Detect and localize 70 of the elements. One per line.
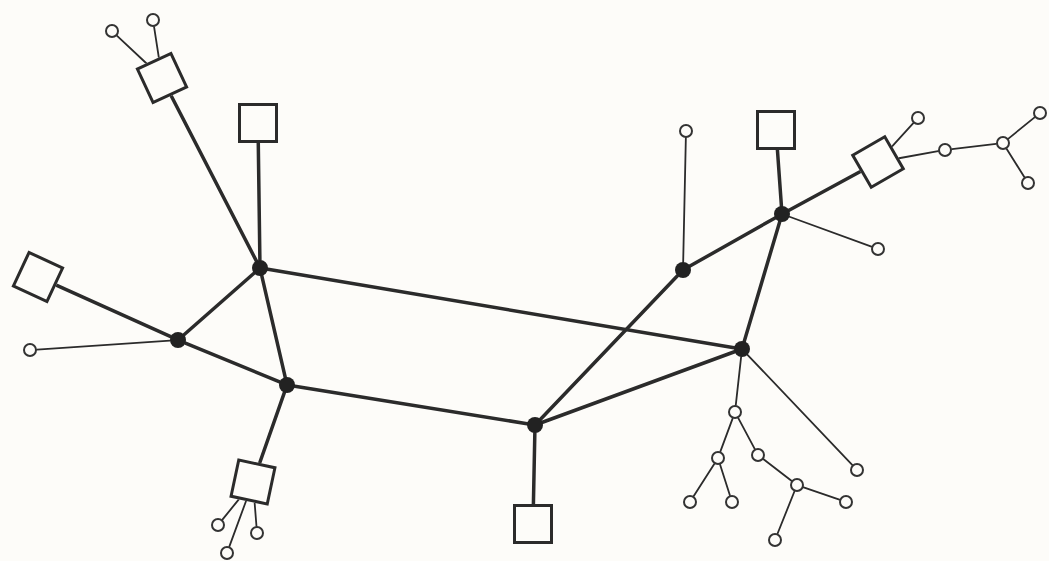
connection-line <box>682 137 687 263</box>
terminal-circle <box>220 546 234 560</box>
connection-line <box>253 501 258 527</box>
connection-line <box>692 463 716 497</box>
connection-line <box>688 216 777 268</box>
connection-line <box>898 150 939 160</box>
connection-line <box>540 350 737 424</box>
connection-line <box>228 500 247 548</box>
terminal-circle <box>911 111 925 125</box>
connection-line <box>951 142 997 151</box>
connection-line <box>169 94 259 263</box>
terminal-circle <box>728 405 742 419</box>
connection-line <box>116 34 148 65</box>
connection-line <box>746 353 854 466</box>
terminal-circle <box>105 24 119 38</box>
connection-line <box>221 498 240 521</box>
connection-line <box>266 267 736 350</box>
connection-line <box>183 341 282 384</box>
connection-line <box>787 169 863 212</box>
square-node <box>238 103 278 143</box>
terminal-circle <box>1021 176 1035 190</box>
connection-line <box>293 384 529 426</box>
terminal-circle <box>751 448 765 462</box>
connection-line <box>1005 148 1026 178</box>
connection-line <box>182 271 256 337</box>
connection-line <box>776 490 796 535</box>
connection-line <box>153 26 160 59</box>
connection-line <box>256 141 262 262</box>
connection-line <box>762 458 793 482</box>
connection-line <box>1007 116 1036 140</box>
terminal-circle <box>683 495 697 509</box>
terminal-circle <box>839 495 853 509</box>
terminal-circle <box>938 143 952 157</box>
terminal-circle <box>1033 106 1047 120</box>
terminal-circle <box>146 13 160 27</box>
connection-line <box>802 486 841 501</box>
connection-line <box>719 417 734 453</box>
connection-line <box>891 122 915 148</box>
terminal-circle <box>996 136 1010 150</box>
terminal-circle <box>711 451 725 465</box>
terminal-circle <box>679 124 693 138</box>
terminal-circle <box>725 495 739 509</box>
junction-dot <box>527 417 543 433</box>
terminal-circle <box>23 343 37 357</box>
connection-line <box>531 431 537 506</box>
junction-dot <box>774 206 790 222</box>
terminal-circle <box>790 478 804 492</box>
terminal-circle <box>250 526 264 540</box>
connection-line <box>734 356 742 406</box>
connection-line <box>538 274 680 421</box>
junction-dot <box>675 262 691 278</box>
connection-line <box>260 274 287 379</box>
connection-line <box>257 390 287 465</box>
terminal-circle <box>211 518 225 532</box>
junction-dot <box>252 260 268 276</box>
terminal-circle <box>768 533 782 547</box>
square-node <box>513 504 553 544</box>
terminal-circle <box>850 463 864 477</box>
junction-dot <box>734 341 750 357</box>
connection-line <box>742 219 782 344</box>
junction-dot <box>279 377 295 393</box>
connection-line <box>737 417 756 450</box>
connection-line <box>775 148 784 208</box>
square-node <box>756 110 796 150</box>
junction-dot <box>170 332 186 348</box>
connection-line <box>36 339 171 351</box>
terminal-circle <box>871 242 885 256</box>
connection-line <box>788 215 873 248</box>
connection-line <box>719 463 731 497</box>
connection-line <box>54 283 173 339</box>
